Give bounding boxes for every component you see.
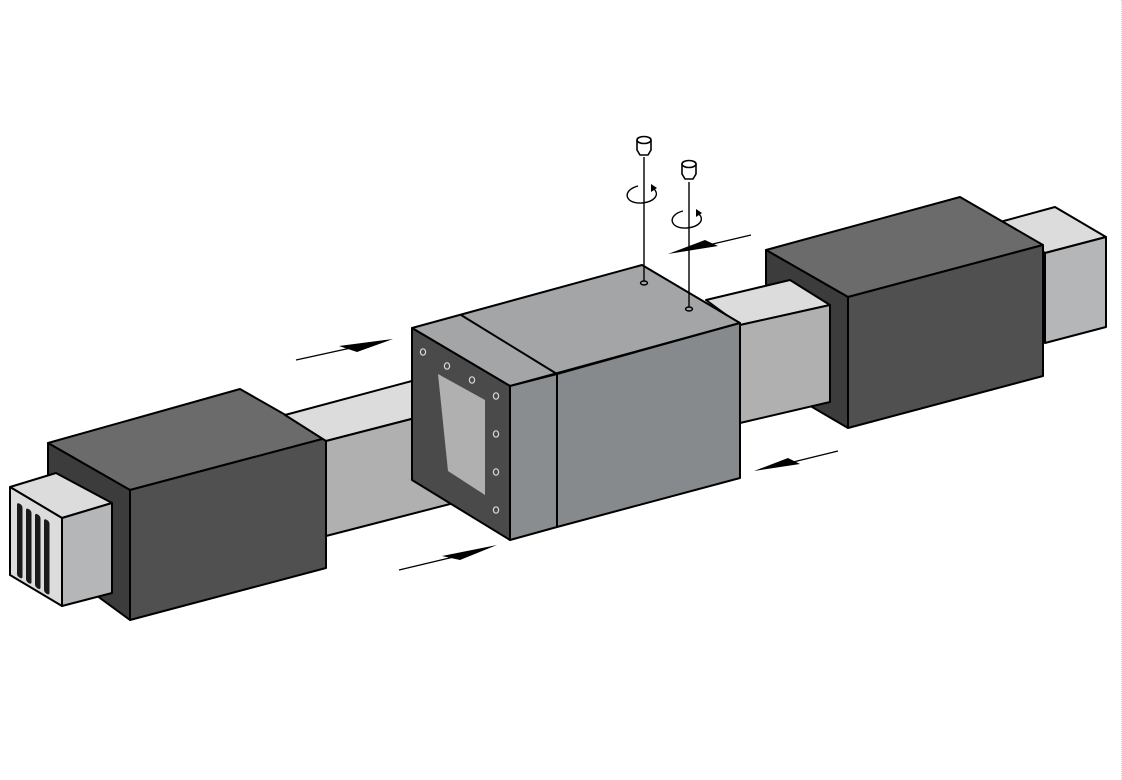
right-housing-front <box>847 244 1044 429</box>
vent-slot <box>26 508 32 584</box>
vent-slot <box>17 503 23 579</box>
bolt-hole <box>443 362 451 370</box>
rotation-arrow-icon <box>671 210 703 229</box>
coupling-band-front <box>509 373 558 541</box>
rotation-arrow-head <box>696 209 702 217</box>
bolt-hole <box>419 348 427 356</box>
arrow-upper-left-head <box>339 339 393 352</box>
vent-slot <box>35 513 41 590</box>
set-screw-2-cap <box>681 159 697 169</box>
flange-duct-opening <box>438 374 485 495</box>
set-screw-1-hole <box>639 280 649 286</box>
left-duct-end-front <box>61 502 113 607</box>
bolt-hole <box>492 392 500 400</box>
set-screw-1-cap <box>636 135 652 145</box>
rotation-arrow-head <box>651 184 657 192</box>
right-duct-end-front <box>1044 236 1107 344</box>
arrow-upper-right <box>668 234 752 254</box>
arrow-upper-left <box>295 339 393 361</box>
coupling-top-seam <box>460 314 558 375</box>
vent-slot <box>44 519 50 595</box>
right-inner-duct-front <box>739 304 831 424</box>
center-coupling-sleeve <box>411 264 741 541</box>
arrow-lower-right-head <box>754 458 800 471</box>
arrow-lower-right <box>754 450 839 471</box>
vent-grille-icon <box>17 503 50 595</box>
coupling-front <box>556 322 741 528</box>
bolt-holes <box>419 348 500 514</box>
bolt-hole <box>468 376 476 384</box>
set-screw-2-hole <box>684 306 694 312</box>
set-screw-1 <box>626 135 658 286</box>
arrow-lower-left-head <box>442 545 497 560</box>
left-housing-front <box>129 437 327 621</box>
left-duct-end-cap <box>9 472 113 607</box>
right-inner-duct <box>705 279 831 424</box>
arrow-lower-left <box>398 545 497 571</box>
arrow-upper-right-head <box>668 240 718 254</box>
flange-plate-with-bolt-holes <box>411 327 511 541</box>
bolt-hole <box>492 468 500 476</box>
bolt-hole <box>492 430 500 438</box>
set-screw-2 <box>671 159 703 312</box>
rotation-arrow-icon <box>626 185 658 204</box>
bolt-hole <box>492 506 500 514</box>
